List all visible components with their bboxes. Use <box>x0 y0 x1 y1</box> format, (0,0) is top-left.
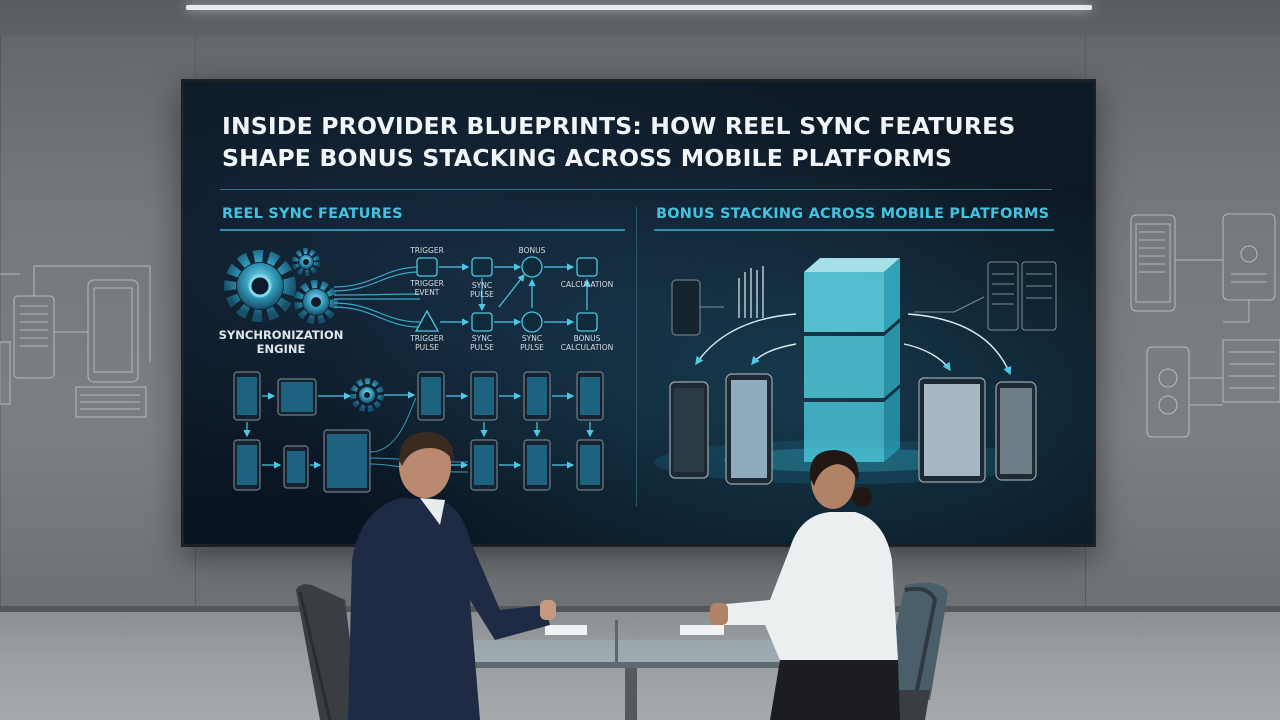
bonus-cube <box>804 322 900 398</box>
calculation-node <box>576 257 598 277</box>
gear-icon <box>292 248 320 276</box>
woman-viewer <box>710 450 900 720</box>
engine-label: SYNCHRONIZATION ENGINE <box>218 328 344 356</box>
title-divider <box>220 189 1052 190</box>
flow-label: TRIGGER EVENT <box>410 279 444 297</box>
trigger-node <box>416 257 438 277</box>
section-divider <box>636 207 637 507</box>
right-section-title: BONUS STACKING ACROSS MOBILE PLATFORMS <box>656 206 1050 222</box>
document <box>680 625 724 635</box>
slide-title: INSIDE PROVIDER BLUEPRINTS: HOW REEL SYN… <box>222 110 1062 174</box>
document <box>545 625 587 635</box>
device-flow <box>233 371 604 493</box>
baseboard <box>0 606 1280 614</box>
trigger-pulse-node <box>414 309 440 332</box>
flow-label: BONUS CALCULATION <box>560 334 614 352</box>
ceiling-light <box>186 5 1092 10</box>
flow-label: TRIGGER PULSE <box>410 334 444 352</box>
left-section-title: REEL SYNC FEATURES <box>222 206 403 222</box>
slide-title-line-2: SHAPE BONUS STACKING ACROSS MOBILE PLATF… <box>222 144 953 172</box>
flow-label: SYNC PULSE <box>470 281 494 299</box>
wall-sketch-left <box>0 262 170 422</box>
flow-label: SYNC PULSE <box>520 334 544 352</box>
sync-pulse-node <box>471 312 493 332</box>
bonus-node <box>521 256 543 278</box>
presentation-screen: INSIDE PROVIDER BLUEPRINTS: HOW REEL SYN… <box>181 79 1096 547</box>
sync-node <box>471 257 493 277</box>
gear-icon <box>224 250 296 322</box>
sync-pulse-node <box>521 311 543 333</box>
slide-title-line-1: INSIDE PROVIDER BLUEPRINTS: HOW REEL SYN… <box>222 112 1016 140</box>
flow-label: TRIGGER <box>410 246 444 255</box>
gear-icon <box>294 280 338 324</box>
flow-label: CALCULATION <box>560 280 614 289</box>
flow-label: SYNC PULSE <box>470 334 494 352</box>
glass-table <box>458 620 812 720</box>
flow-label: BONUS <box>518 246 546 255</box>
bonus-cube <box>804 258 900 332</box>
bonus-calculation-node <box>576 312 598 332</box>
wall-sketch-right <box>1125 210 1280 445</box>
gear-icon <box>350 378 384 412</box>
chair <box>296 584 360 720</box>
right-section-underline <box>654 229 1054 231</box>
man-presenter-viewer <box>348 432 556 720</box>
left-section-underline <box>220 229 625 231</box>
